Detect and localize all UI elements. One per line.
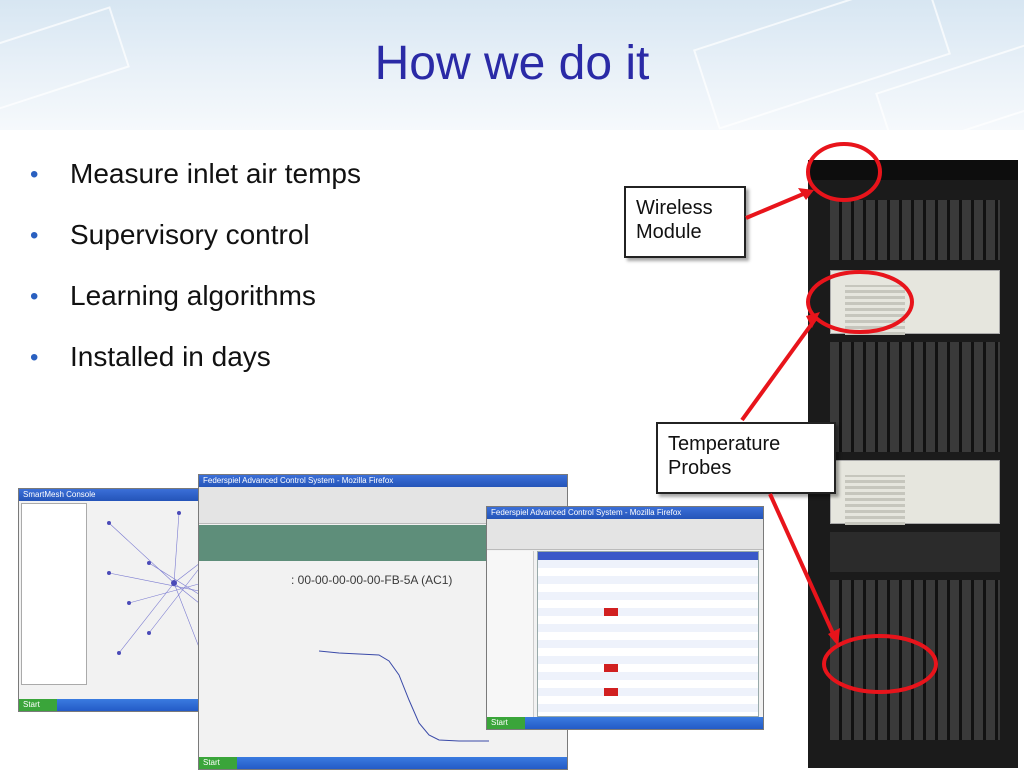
alert-cell — [604, 608, 618, 616]
server-rack-photo — [808, 160, 1018, 768]
bullet-icon: • — [30, 283, 39, 310]
callout-arrow — [740, 316, 818, 422]
callout-arrow — [745, 190, 809, 220]
callout-line: Module — [636, 221, 702, 243]
storage-shelf — [830, 580, 1000, 740]
arrowhead — [828, 628, 840, 646]
temperature-probes-label: Temperature Probes — [656, 422, 836, 494]
firefox-titlebar: Federspiel Advanced Control System - Moz… — [199, 475, 567, 487]
highlight-circle — [822, 634, 938, 694]
header-band — [0, 0, 1024, 130]
bullet-icon: • — [30, 344, 39, 371]
start-button[interactable]: Start — [19, 699, 57, 711]
callout-line: Temperature — [668, 433, 781, 455]
bullet-icon: • — [30, 222, 39, 249]
device-heading: : 00-00-00-00-00-FB-5A (AC1) — [291, 573, 453, 587]
arrowhead — [798, 188, 814, 200]
table-header — [538, 552, 758, 560]
data-table-screenshot: Federspiel Advanced Control System - Moz… — [486, 506, 764, 730]
data-table — [537, 551, 759, 717]
table-window-titlebar: Federspiel Advanced Control System - Moz… — [487, 507, 763, 519]
storage-shelf — [830, 342, 1000, 452]
taskbar: Start — [487, 717, 763, 729]
server-unit — [830, 460, 1000, 525]
storage-shelf — [830, 200, 1000, 260]
start-button[interactable]: Start — [487, 717, 525, 729]
side-nav — [487, 551, 534, 717]
rack-gap — [830, 532, 1000, 572]
server-unit — [830, 270, 1000, 335]
taskbar: Start — [199, 757, 567, 769]
bullet-text: Learning algorithms — [70, 280, 316, 311]
arrowhead — [806, 312, 820, 328]
bullet-text: Measure inlet air temps — [70, 158, 362, 189]
bullet-text: Installed in days — [70, 341, 271, 372]
callout-arrow — [768, 493, 838, 641]
wireless-module-label: Wireless Module — [624, 186, 746, 258]
rack-top — [808, 160, 1018, 180]
slide-title: How we do it — [374, 37, 650, 90]
browser-toolbar — [487, 519, 763, 550]
callout-line: Probes — [668, 457, 732, 479]
alert-cell — [604, 688, 618, 696]
trend-chart — [319, 650, 489, 742]
highlight-circle — [806, 270, 914, 334]
callout-line: Wireless — [636, 197, 713, 219]
bullet-text: Supervisory control — [70, 219, 310, 250]
smartmesh-tree-panel — [21, 503, 87, 685]
bullet-icon: • — [30, 161, 39, 188]
highlight-circle — [806, 142, 882, 202]
alert-cell — [604, 664, 618, 672]
start-button[interactable]: Start — [199, 757, 237, 769]
